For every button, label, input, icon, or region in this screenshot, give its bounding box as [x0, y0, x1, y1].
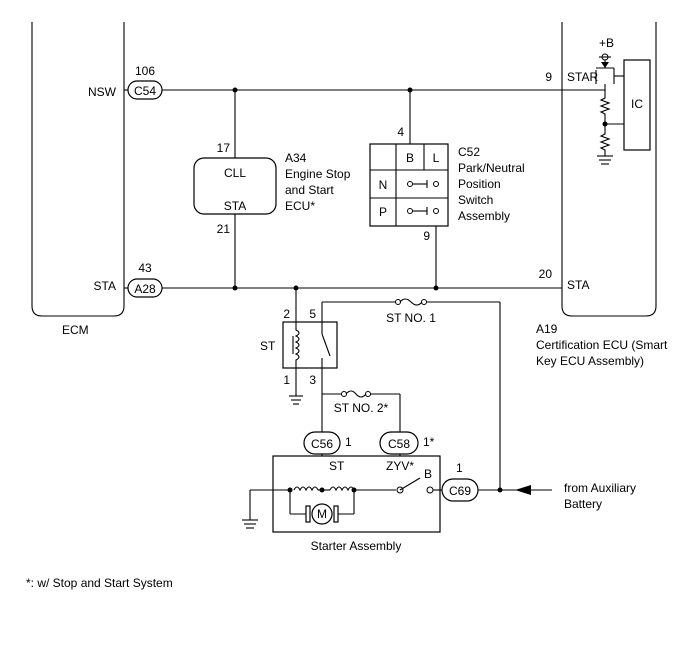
- a19-pin-star: 9: [545, 70, 552, 84]
- connector-c58-name: C58: [388, 437, 410, 451]
- connector-c56: C56 1: [303, 431, 352, 455]
- a19-title-3: Key ECU Assembly): [536, 354, 644, 368]
- connector-a28-name: A28: [134, 282, 156, 296]
- ecm-label: ECM: [62, 323, 89, 337]
- connector-c69-pin: 1: [456, 461, 463, 475]
- a19-title-1: A19: [536, 322, 558, 336]
- fuse-st-no1: ST NO. 1: [386, 298, 436, 325]
- fuse-st-no2-label: ST NO. 2*: [334, 401, 389, 415]
- st-relay-label: ST: [260, 339, 276, 353]
- aux-battery-label-1: from Auxiliary: [564, 481, 636, 495]
- a19-title-2: Certification ECU (Smart: [536, 338, 668, 352]
- starter-b-label: B: [424, 467, 432, 481]
- a34-title-3: and Start: [285, 183, 334, 197]
- a34-ecu: CLL STA 17 21 A34 Engine Stop and Start …: [193, 141, 351, 236]
- st-relay-pin-2: 2: [283, 307, 290, 321]
- fuse-st-no2: ST NO. 2*: [334, 390, 389, 415]
- starter-assembly-label: Starter Assembly: [311, 539, 402, 553]
- starter-motor-label: M: [317, 507, 327, 521]
- c52-title-4: Switch: [458, 193, 493, 207]
- connector-c58-pin: 1*: [423, 435, 435, 449]
- c52-title-5: Assembly: [458, 209, 510, 223]
- motor-icon: [311, 503, 333, 525]
- connector-c54: C54 106: [127, 64, 163, 100]
- c52-switch: B L N P 4 9 C52 Park/Neutral Position Sw…: [369, 125, 525, 243]
- starter-zyv-label: ZYV*: [386, 459, 414, 473]
- connector-c56-pin: 1: [345, 435, 352, 449]
- transistor-arrow: [601, 62, 609, 68]
- starter-assembly: ST ZYV* B M Starter Assembly: [242, 455, 442, 553]
- c52-row-p: P: [379, 205, 387, 219]
- ecm-sta-terminal: STA: [94, 279, 116, 293]
- footnote: *: w/ Stop and Start System: [26, 576, 173, 590]
- c52-col-b: B: [406, 151, 414, 165]
- c52-title-3: Position: [458, 177, 501, 191]
- connector-c69-name: C69: [449, 484, 471, 498]
- c52-title-2: Park/Neutral: [458, 161, 525, 175]
- connector-a28: A28 43: [127, 261, 163, 298]
- a34-title-4: ECU*: [285, 199, 315, 213]
- a34-title-1: A34: [285, 151, 307, 165]
- st-relay: ST 2 5 1 3: [260, 307, 338, 387]
- st-relay-pin-5: 5: [309, 307, 316, 321]
- connector-c58: C58 1*: [379, 431, 435, 455]
- connector-c54-pin: 106: [135, 64, 155, 78]
- st-relay-pin-1: 1: [283, 373, 290, 387]
- a19-pin-sta: 20: [539, 267, 553, 281]
- a19-star-terminal: STAR: [567, 70, 598, 84]
- connector-c69: C69 1: [441, 461, 479, 502]
- connector-c56-name: C56: [311, 437, 333, 451]
- c52-pin-bottom: 9: [423, 229, 430, 243]
- st-relay-pin-3: 3: [309, 373, 316, 387]
- ic-box: [623, 59, 651, 151]
- connector-a28-pin: 43: [138, 261, 152, 275]
- a34-pin-bottom: 21: [217, 222, 231, 236]
- c52-col-l: L: [433, 151, 440, 165]
- aux-battery-label-2: Battery: [564, 497, 602, 511]
- a19-block: STAR STA 9 20 +B A19 Certification ECU (…: [536, 22, 668, 368]
- wiring: [124, 84, 606, 495]
- a34-sta-terminal: STA: [224, 199, 246, 213]
- a19-sta-terminal: STA: [567, 278, 589, 292]
- ic-label: IC: [631, 97, 643, 111]
- battery-feed-arrow: [515, 485, 531, 495]
- a19-plus-b: +B: [599, 36, 614, 50]
- starter-st-label: ST: [329, 459, 345, 473]
- c52-row-n: N: [379, 178, 388, 192]
- fuse-st-no1-label: ST NO. 1: [386, 311, 436, 325]
- a34-title-2: Engine Stop: [285, 167, 351, 181]
- c52-title-1: C52: [458, 145, 480, 159]
- c52-pin-top: 4: [397, 125, 404, 139]
- ecm-block: ECM NSW STA: [31, 22, 125, 337]
- a34-pin-top: 17: [217, 141, 231, 155]
- ecm-nsw-terminal: NSW: [88, 85, 117, 99]
- a34-cll-terminal: CLL: [224, 166, 246, 180]
- connector-c54-name: C54: [134, 84, 156, 98]
